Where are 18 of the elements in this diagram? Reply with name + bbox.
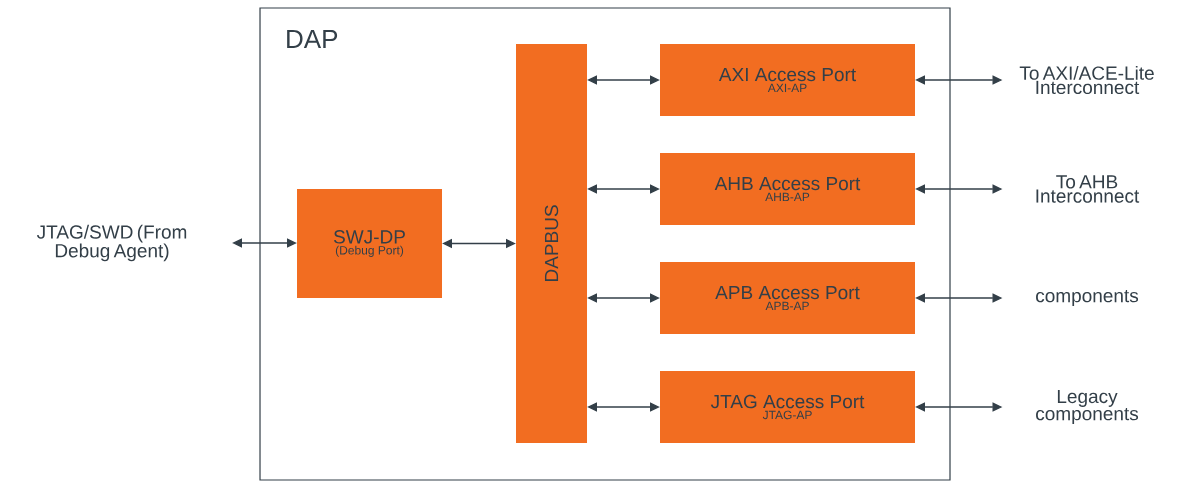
- process-box: AXI Access Port AXI-AP: [660, 44, 915, 116]
- process-box: JTAG Access Port JTAG-AP: [660, 371, 915, 443]
- process-box: AHB Access Port AHB-AP: [660, 153, 915, 225]
- port-label: To AXI/ACE-Lite Interconnect: [1019, 65, 1154, 95]
- arrow: [587, 75, 660, 85]
- port-label: JTAG/SWD (From Debug Agent): [36, 224, 187, 262]
- bus-bar: DAPBUS: [516, 44, 587, 443]
- arrow: [442, 238, 516, 249]
- process-box: SWJ-DP (Debug Port): [297, 189, 442, 298]
- port-label: components: [1036, 289, 1139, 307]
- arrow: [232, 238, 297, 248]
- arrow: [587, 184, 660, 194]
- port-label: Legacy components: [1036, 389, 1139, 425]
- box-title: DAP: [287, 30, 338, 48]
- port-label: To AHB Interconnect: [1036, 175, 1140, 203]
- arrow: [587, 293, 660, 303]
- arrow: [587, 402, 660, 412]
- process-box: APB Access Port APB-AP: [660, 262, 915, 334]
